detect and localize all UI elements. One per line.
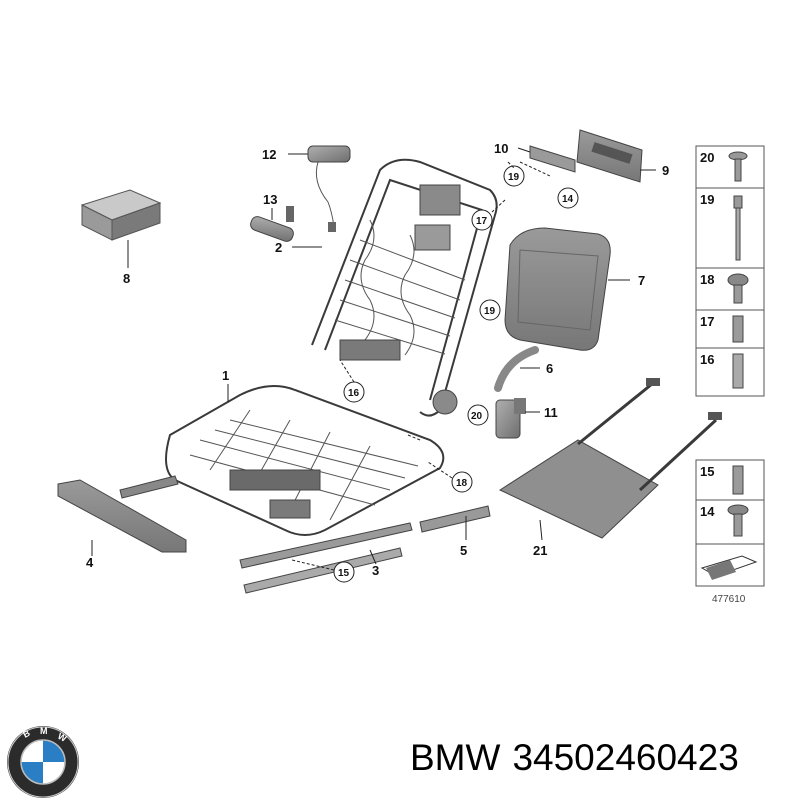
reference-number: 477610 <box>712 594 746 605</box>
part-8-box: 8 <box>80 189 162 286</box>
fastener-table: 20 19 18 17 16 <box>695 145 765 397</box>
svg-text:M: M <box>40 726 48 736</box>
caption-brand: BMW <box>410 737 501 778</box>
callout-8: 8 <box>123 271 130 286</box>
svg-text:18: 18 <box>456 478 468 489</box>
callout-2: 2 <box>275 240 282 255</box>
bmw-logo-icon: B M W <box>7 726 79 798</box>
callout-4: 4 <box>86 555 94 570</box>
table-label-18: 18 <box>700 272 714 287</box>
svg-text:16: 16 <box>348 388 360 399</box>
fastener-table-small: 15 14 <box>695 459 765 587</box>
svg-text:20: 20 <box>471 411 483 422</box>
callout-9: 9 <box>662 163 669 178</box>
circled-callout-14 <box>557 187 579 209</box>
part-4-side-panel: 4 <box>57 479 187 570</box>
callout-7: 7 <box>638 273 645 288</box>
callout-1: 1 <box>222 368 229 383</box>
svg-text:17: 17 <box>476 216 488 227</box>
part-21-seat-mat: 21 <box>498 378 722 558</box>
callout-10: 10 <box>494 141 508 156</box>
table-label-16: 16 <box>700 352 714 367</box>
callout-12: 12 <box>262 147 276 162</box>
caption: BMW 34502460423 <box>410 737 751 779</box>
circled-callout-15 <box>333 561 355 583</box>
part-10-bracket: 10 <box>494 141 576 173</box>
part-13-motor: 13 <box>250 192 294 242</box>
callout-13: 13 <box>263 192 277 207</box>
part-5-trim: 5 <box>419 505 491 558</box>
caption-part-number: 34502460423 <box>512 737 739 778</box>
table-label-20: 20 <box>700 150 714 165</box>
callout-6: 6 <box>546 361 553 376</box>
part-11-motor: 11 <box>495 398 558 439</box>
table-label-14: 14 <box>700 504 715 519</box>
circled-callout-19-top <box>503 165 525 187</box>
circled-callouts: 19 14 17 19 16 20 18 15 <box>291 161 579 583</box>
circled-callout-18 <box>451 471 473 493</box>
table-label-15: 15 <box>700 464 714 479</box>
callout-3: 3 <box>372 563 379 578</box>
circled-callout-17 <box>471 209 493 231</box>
svg-text:19: 19 <box>484 306 496 317</box>
svg-text:14: 14 <box>562 194 574 205</box>
circled-callout-20 <box>467 404 489 426</box>
arrow-icon <box>700 555 758 580</box>
part-1-seat-frame: 1 <box>165 368 445 536</box>
part-7-back-cover: 7 <box>504 227 645 351</box>
svg-text:B: B <box>21 728 32 740</box>
part-6-tube: 6 <box>494 346 553 392</box>
part-9-panel: 9 <box>576 129 669 183</box>
svg-text:19: 19 <box>508 172 520 183</box>
svg-text:15: 15 <box>338 568 350 579</box>
part-2-backrest-frame: 2 <box>275 158 498 417</box>
callout-11: 11 <box>544 405 558 420</box>
table-label-17: 17 <box>700 314 714 329</box>
callout-5: 5 <box>460 543 467 558</box>
circled-callout-19-mid <box>479 299 501 321</box>
callout-21: 21 <box>533 543 547 558</box>
part-12-motor: 12 <box>262 145 351 232</box>
table-label-19: 19 <box>700 192 714 207</box>
part-3-rails: 3 <box>119 475 413 594</box>
